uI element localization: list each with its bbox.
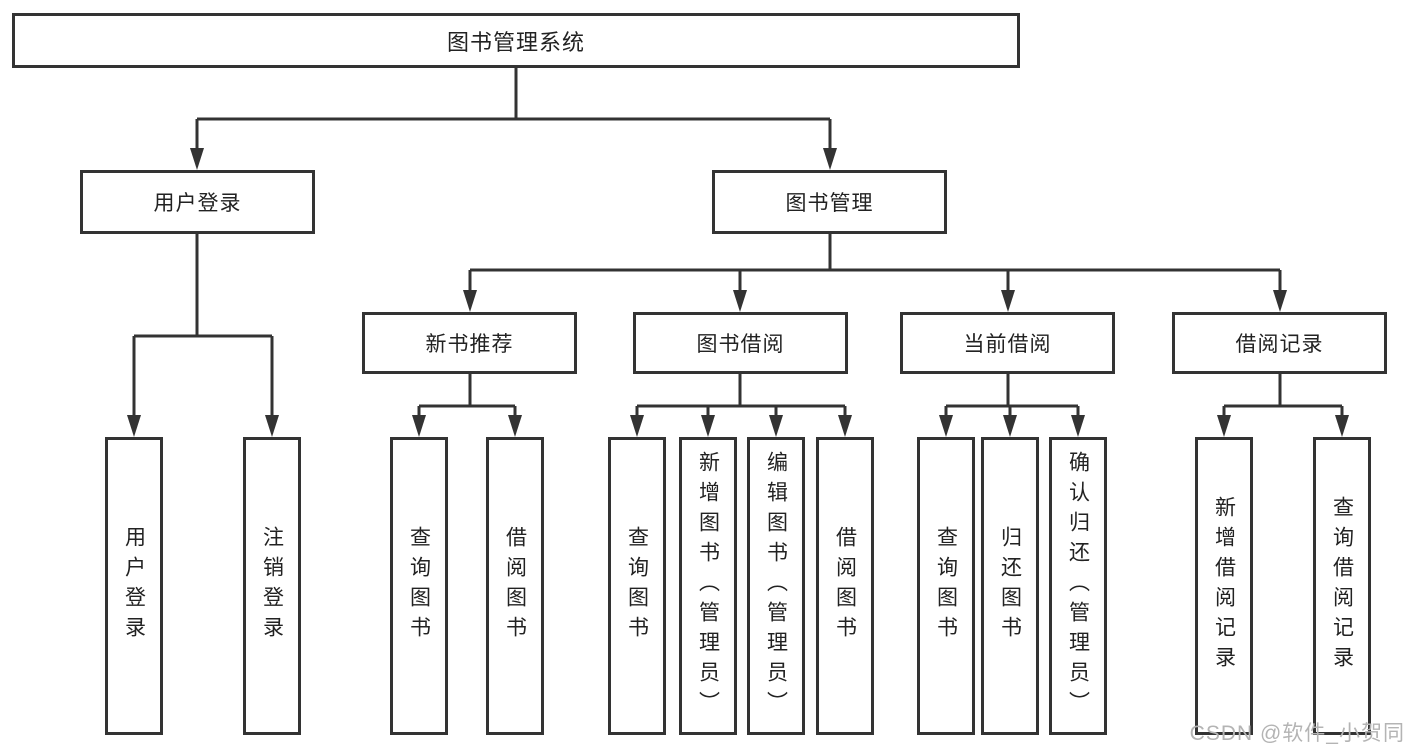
arrow-down-icon (1335, 415, 1349, 437)
leaf-query-books-current: 查询图书 (917, 437, 975, 735)
arrow-down-icon (733, 290, 747, 312)
node-user-login: 用户登录 (80, 170, 315, 234)
leaf-add-borrow-record: 新增借阅记录 (1195, 437, 1253, 735)
leaf-edit-book-admin: 编辑图书（管理员） (747, 437, 805, 735)
leaf-return-book: 归还图书 (981, 437, 1039, 735)
connector-current-to-leaves (944, 374, 1080, 420)
arrow-down-icon (508, 415, 522, 437)
leaf-query-books-borrowing: 查询图书 (608, 437, 666, 735)
arrow-down-icon (190, 148, 204, 170)
arrow-down-icon (127, 415, 141, 437)
leaf-query-borrow-record: 查询借阅记录 (1313, 437, 1371, 735)
arrow-down-icon (463, 290, 477, 312)
leaf-borrow-books: 借阅图书 (816, 437, 874, 735)
node-new-book-recommendation: 新书推荐 (362, 312, 577, 374)
arrow-down-icon (412, 415, 426, 437)
arrow-down-icon (630, 415, 644, 437)
arrow-down-icon (1001, 290, 1015, 312)
connector-bookmgmt-to-level2 (468, 234, 1282, 295)
connector-root-to-level1 (195, 68, 832, 152)
leaf-confirm-return-admin: 确认归还（管理员） (1049, 437, 1107, 735)
leaf-logout: 注销登录 (243, 437, 301, 735)
arrow-down-icon (1071, 415, 1085, 437)
connector-borrowing-to-leaves (635, 374, 847, 420)
arrow-down-icon (1217, 415, 1231, 437)
arrow-down-icon (769, 415, 783, 437)
arrow-down-icon (838, 415, 852, 437)
arrow-down-icon (939, 415, 953, 437)
arrow-down-icon (265, 415, 279, 437)
leaf-borrow-books-recommend: 借阅图书 (486, 437, 544, 735)
leaf-add-book-admin: 新增图书（管理员） (679, 437, 737, 735)
connector-records-to-leaves (1222, 374, 1344, 420)
node-borrowing-records: 借阅记录 (1172, 312, 1387, 374)
node-root: 图书管理系统 (12, 13, 1020, 68)
arrow-down-icon (701, 415, 715, 437)
arrow-down-icon (823, 148, 837, 170)
leaf-query-books-recommend: 查询图书 (390, 437, 448, 735)
node-current-borrowing: 当前借阅 (900, 312, 1115, 374)
leaf-user-login: 用户登录 (105, 437, 163, 735)
arrow-down-icon (1003, 415, 1017, 437)
connector-recommend-to-leaves (417, 374, 517, 420)
node-book-management: 图书管理 (712, 170, 947, 234)
node-book-borrowing: 图书借阅 (633, 312, 848, 374)
arrow-down-icon (1273, 290, 1287, 312)
connector-userlogin-to-leaves (132, 234, 274, 420)
watermark: CSDN @软件_小贺同学 (1189, 722, 1405, 745)
